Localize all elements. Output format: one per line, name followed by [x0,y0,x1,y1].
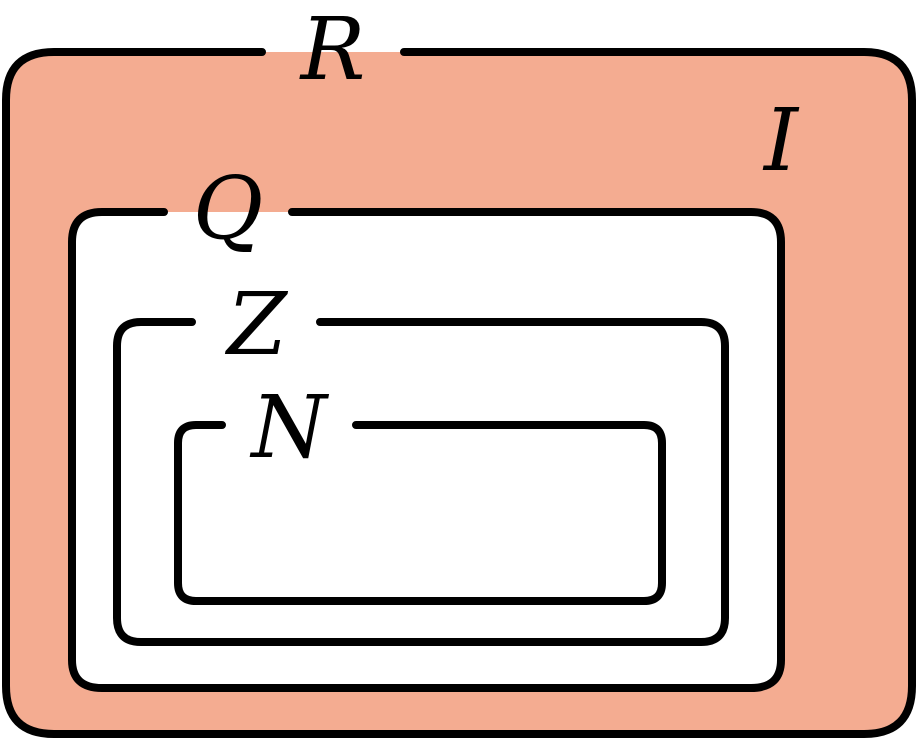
naturals-border [174,421,666,605]
rationals-region [72,212,781,688]
reals-label: R [299,0,366,100]
irrationals-label: I [762,91,800,191]
integers-label: Z [224,275,288,375]
rationals-label: Q [193,159,264,259]
reals-border [2,48,916,738]
integers-border [113,318,729,646]
naturals-label: N [249,378,329,478]
rationals-border [68,208,785,692]
